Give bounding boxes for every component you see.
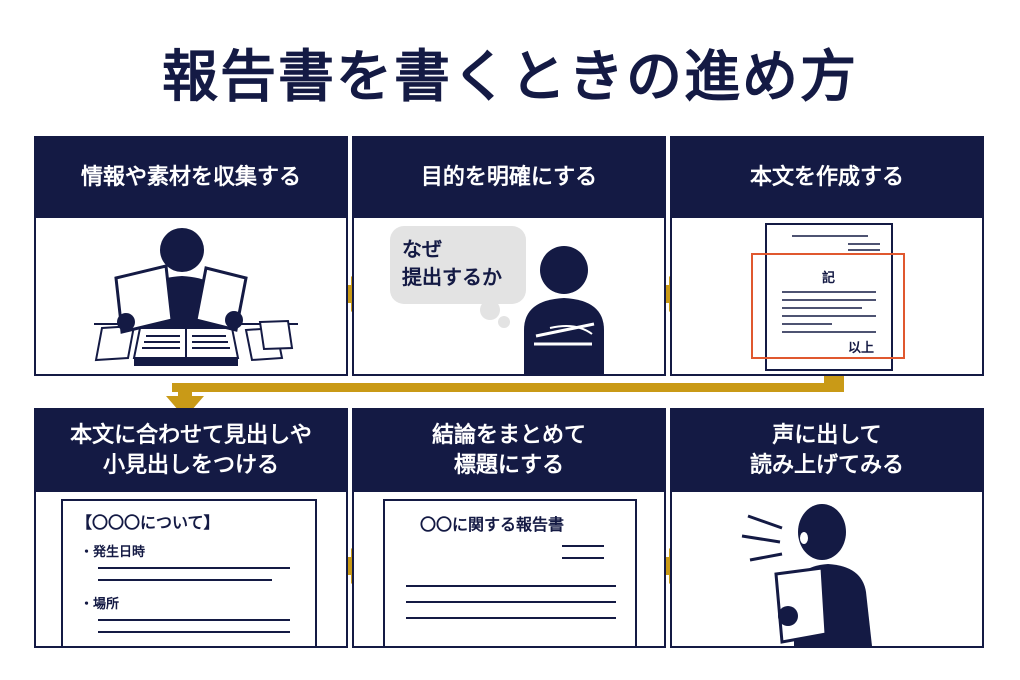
step-5-illustration: 〇〇に関する報告書 (354, 492, 664, 646)
report-title: 〇〇に関する報告書 (420, 515, 564, 534)
step-3-card: 本文を作成する 記 以上 (670, 136, 984, 376)
connector-arrow-row-wrap (166, 374, 844, 418)
step-4-illustration: 【〇〇〇について】 ・発生日時 ・場所 (36, 492, 346, 646)
step-3-illustration: 記 以上 (672, 218, 982, 374)
step-6-illustration (672, 492, 982, 646)
step-6-label-line-2: 読み上げてみる (749, 453, 904, 478)
speech-bubble (390, 226, 526, 304)
step-4-label-line-2: 小見出しをつける (102, 453, 279, 478)
step-6-card: 声に出して 読み上げてみる (670, 408, 984, 648)
step-5-card: 結論をまとめて 標題にする 〇〇に関する報告書 (352, 408, 666, 648)
document-heading: 記 (822, 270, 835, 286)
bullet-item-2: ・場所 (80, 596, 119, 612)
step-2-header: 目的を明確にする (354, 138, 664, 218)
step-5-label-line-2: 標題にする (453, 453, 565, 478)
step-4-label-line-1: 本文に合わせて見出しや (70, 423, 312, 449)
report-title-document-icon: 〇〇に関する報告書 (383, 499, 637, 646)
step-1-illustration (36, 218, 346, 374)
document-body-icon: 記 以上 (751, 223, 905, 371)
step-2-card: 目的を明確にする なぜ 提出するか (352, 136, 666, 376)
step-3-header: 本文を作成する (672, 138, 982, 218)
step-4-card: 本文に合わせて見出しや 小見出しをつける 【〇〇〇について】 ・発生日時 ・場所 (34, 408, 348, 648)
thinking-person-icon: なぜ 提出するか (390, 226, 604, 374)
step-4-header: 本文に合わせて見出しや 小見出しをつける (36, 410, 346, 492)
document-heading: 【〇〇〇について】 (76, 513, 220, 532)
bubble-line-1: なぜ (402, 237, 442, 261)
step-3-label: 本文を作成する (749, 165, 904, 191)
step-1-label: 情報や素材を収集する (80, 165, 301, 191)
page-title: 報告書を書くときの進め方 (162, 45, 858, 110)
bullet-item-1: ・発生日時 (80, 544, 145, 560)
step-2-illustration: なぜ 提出するか (354, 218, 664, 374)
step-6-header: 声に出して 読み上げてみる (672, 410, 982, 492)
step-6-label-line-1: 声に出して (772, 423, 882, 449)
document-with-headings-icon: 【〇〇〇について】 ・発生日時 ・場所 (61, 499, 317, 646)
person-reading-documents-icon (94, 228, 298, 366)
step-5-header: 結論をまとめて 標題にする (354, 410, 664, 492)
person-reading-aloud-icon (741, 504, 872, 646)
step-5-label-line-1: 結論をまとめて (431, 423, 586, 449)
highlight-frame (751, 253, 905, 359)
document-footer: 以上 (848, 341, 874, 356)
step-1-header: 情報や素材を収集する (36, 138, 346, 218)
step-2-label: 目的を明確にする (420, 165, 598, 191)
bubble-line-2: 提出するか (402, 265, 502, 289)
step-1-card: 情報や素材を収集する (34, 136, 348, 376)
